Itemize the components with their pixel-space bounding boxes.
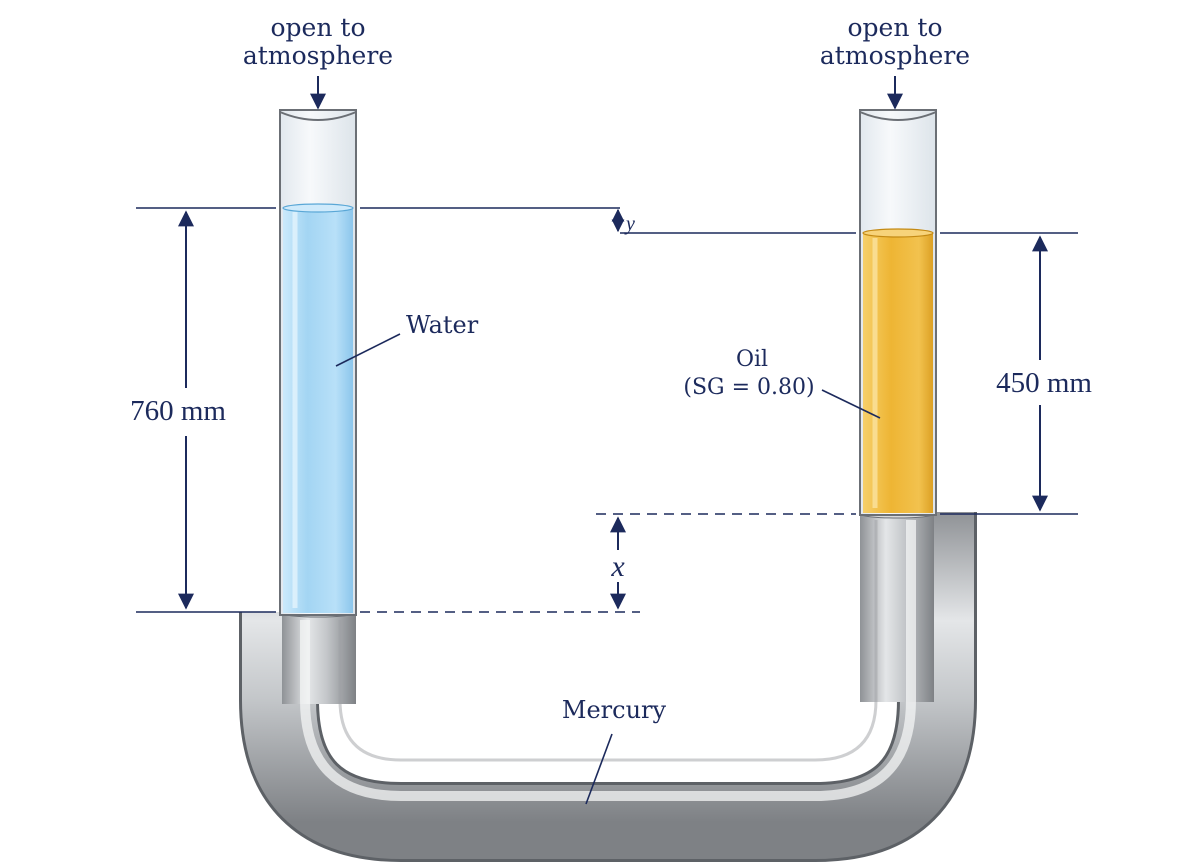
x-label: x	[610, 550, 625, 583]
dimension-y: y	[611, 208, 635, 235]
oil-label: Oil	[736, 347, 768, 372]
right-tube	[859, 109, 937, 516]
mercury-u-tube	[239, 509, 977, 862]
dim-450-label: 450 mm	[996, 367, 1092, 399]
dimension-x: x	[610, 516, 626, 610]
oil-surface	[862, 228, 934, 238]
dim-760-label: 760 mm	[130, 395, 226, 427]
reference-lines	[136, 207, 1078, 613]
dimension-760: 760 mm	[130, 210, 226, 610]
left-atmosphere-label: open to atmosphere	[243, 13, 393, 110]
svg-text:atmosphere: atmosphere	[820, 41, 970, 70]
oil-sg-label: (SG = 0.80)	[683, 375, 814, 400]
water-callout: Water	[335, 311, 479, 367]
svg-text:open to: open to	[271, 13, 366, 42]
water-label: Water	[406, 311, 479, 339]
y-label: y	[624, 213, 635, 235]
svg-text:open to: open to	[848, 13, 943, 42]
right-atmosphere-label: open to atmosphere	[820, 13, 970, 110]
water-surface	[282, 203, 354, 213]
mercury-label: Mercury	[562, 696, 667, 724]
svg-text:atmosphere: atmosphere	[243, 41, 393, 70]
oil-callout: Oil (SG = 0.80)	[683, 347, 881, 419]
mercury-callout: Mercury	[562, 696, 667, 805]
dimension-450: 450 mm	[996, 235, 1092, 512]
